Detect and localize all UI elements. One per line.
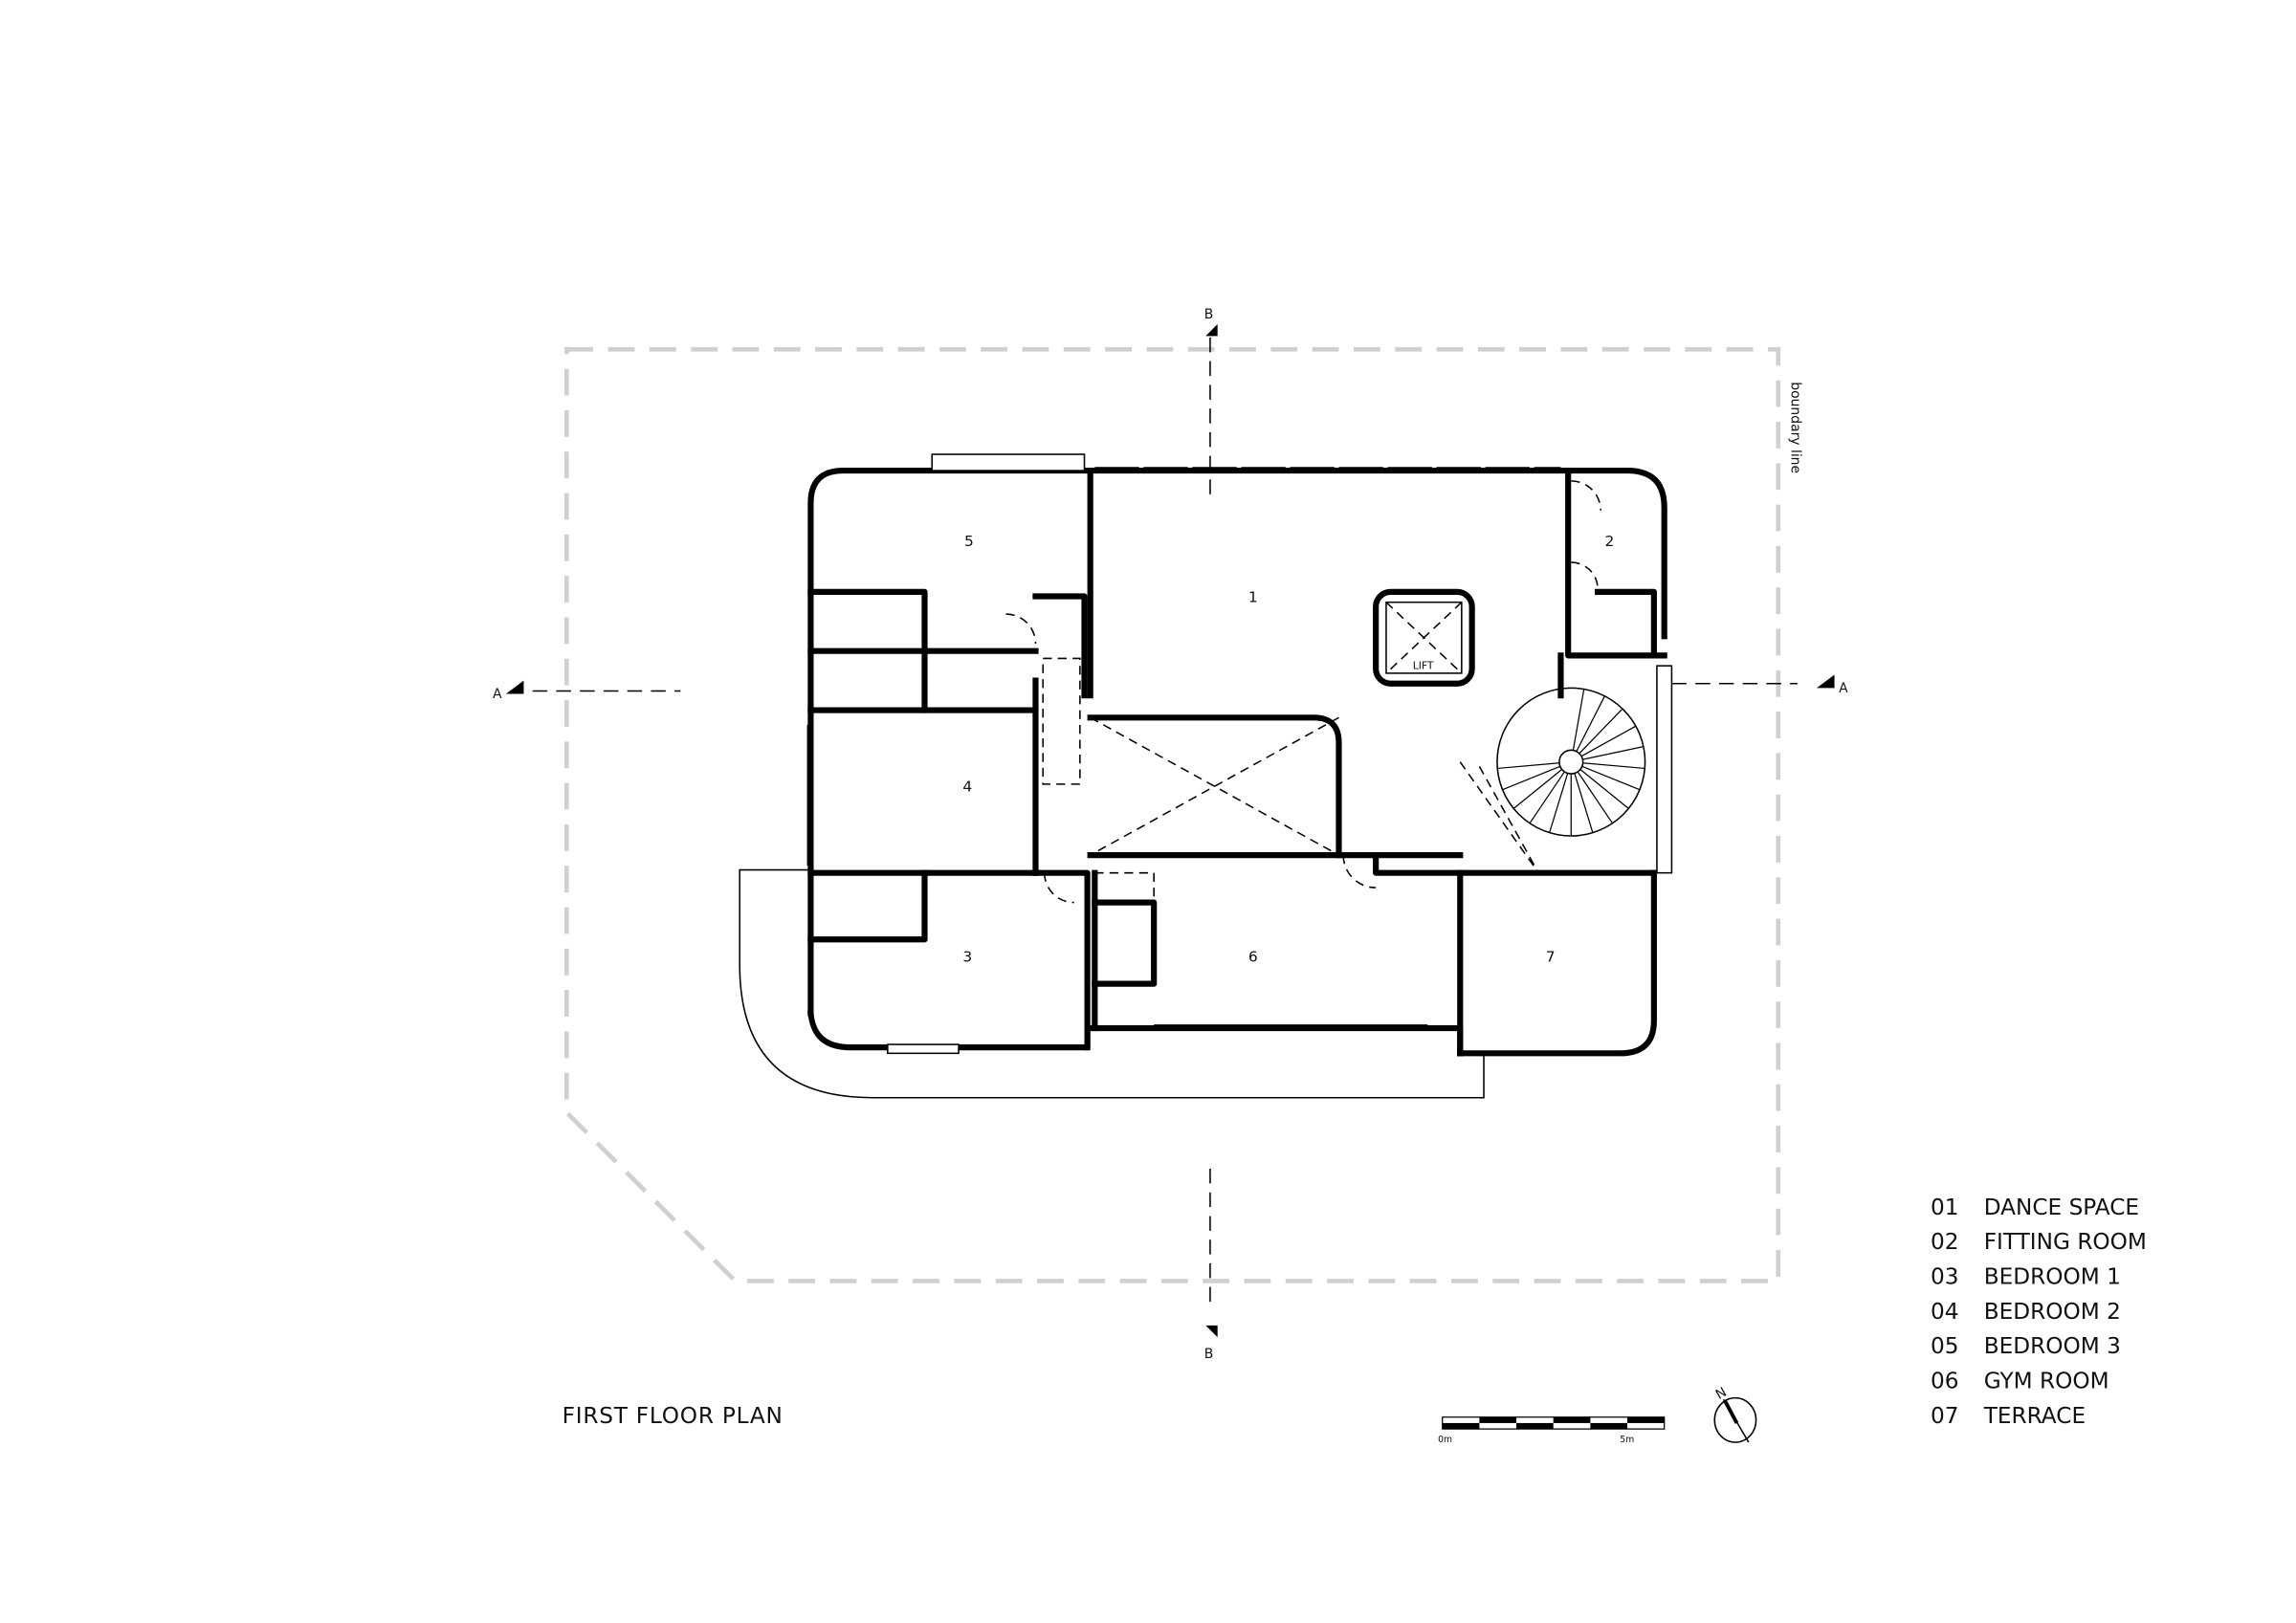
stair-tread: [1502, 765, 1561, 791]
scale-segment: [1553, 1416, 1591, 1423]
stair-tread: [1581, 765, 1641, 791]
room-legend: 01 DANCE SPACE 02 FITTING ROOM 03 BEDROOM 1 04…: [1931, 1195, 2147, 1429]
stair-tread: [1579, 769, 1629, 809]
terrace-outline: [739, 868, 1485, 1099]
room-number: 7: [1546, 948, 1556, 965]
section-b-bottom-label: B: [1204, 1347, 1214, 1362]
stair-tread: [1578, 708, 1623, 755]
legend-code: 07: [1931, 1403, 1959, 1429]
stair-tread: [1582, 762, 1645, 770]
legend-code: 04: [1931, 1299, 1959, 1325]
section-a-right-label: A: [1839, 681, 1848, 696]
scale-segment: [1516, 1422, 1554, 1430]
stair-tread: [1512, 769, 1563, 809]
interior-walls: [807, 467, 1667, 1057]
room-number: 1: [1248, 589, 1258, 606]
stair-tread: [1576, 695, 1605, 752]
stair-tread: [1549, 773, 1569, 833]
section-b: B B: [1204, 307, 1218, 1362]
stair-tread: [1572, 689, 1585, 751]
lift-label: LIFT: [1413, 659, 1434, 671]
spiral-stair: [1459, 687, 1646, 874]
legend-name: BEDROOM 1: [1984, 1264, 2121, 1290]
legend-code: 03: [1931, 1264, 1959, 1290]
legend-code: 02: [1931, 1229, 1959, 1255]
stair-tread: [1577, 771, 1614, 824]
section-a: A A: [493, 674, 1848, 702]
section-b-top-label: B: [1204, 307, 1214, 322]
stair-tread: [1529, 771, 1565, 824]
stair-tread: [1497, 762, 1559, 770]
stair-tread: [1582, 746, 1645, 760]
room-number: 6: [1248, 948, 1258, 965]
scale-segment: [1479, 1416, 1517, 1423]
section-a-left-label: A: [493, 687, 502, 702]
legend-code: 06: [1931, 1369, 1959, 1394]
drawing-title: FIRST FLOOR PLAN: [563, 1403, 784, 1429]
scale-segment: [1590, 1422, 1628, 1430]
room-number: 5: [964, 533, 974, 550]
scale-bar: 0m 5m: [1438, 1416, 1666, 1445]
scale-segment: [1442, 1422, 1480, 1430]
scale-end-label: 5m: [1620, 1435, 1634, 1445]
legend-code: 01: [1931, 1195, 1959, 1220]
stair-tread: [1574, 773, 1594, 833]
legend-name: FITTING ROOM: [1984, 1229, 2147, 1255]
boundary-line: [563, 346, 1781, 1283]
room-labels: 1 2 3 4 5 6 7: [962, 533, 1614, 966]
stair-tread: [1580, 725, 1637, 757]
legend-name: BEDROOM 3: [1984, 1333, 2121, 1359]
north-arrow: N: [1713, 1385, 1757, 1443]
void-opening: [1087, 714, 1342, 859]
room-number: 2: [1605, 533, 1615, 550]
boundary-label: boundary line: [1788, 382, 1803, 473]
legend-code: 05: [1931, 1333, 1959, 1359]
legend-name: GYM ROOM: [1984, 1369, 2109, 1394]
lift: LIFT: [1373, 588, 1475, 687]
legend-name: DANCE SPACE: [1984, 1195, 2139, 1220]
scale-segment: [1627, 1416, 1665, 1423]
room-number: 3: [962, 948, 972, 965]
room-number: 4: [962, 779, 972, 796]
exterior-walls: [806, 453, 1673, 1057]
legend-name: BEDROOM 2: [1984, 1299, 2121, 1325]
legend-name: TERRACE: [1983, 1403, 2086, 1429]
scale-start-label: 0m: [1438, 1435, 1452, 1445]
